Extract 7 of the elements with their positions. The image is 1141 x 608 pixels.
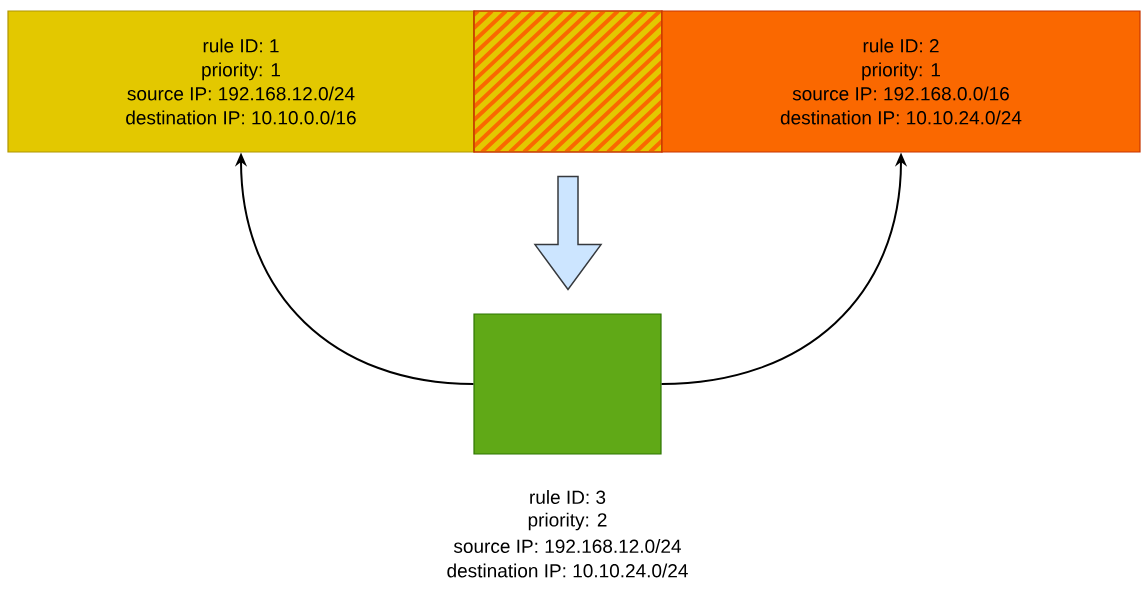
- overlap-box: [473, 10, 663, 153]
- caption-text: rule ID: 3: [530, 490, 606, 504]
- caption-text: destination IP: 10.10.24.0/24: [447, 563, 688, 578]
- block-arrow: [533, 175, 603, 291]
- rule-box: rule ID: 2 priority: 1 source IP: 192.168.0.0/16 destination IP: 10.10.24.0/24: [661, 10, 1141, 153]
- caption-text: source IP: 192.168.12.0/24: [453, 539, 681, 553]
- caption-text: priority: 2: [528, 512, 607, 531]
